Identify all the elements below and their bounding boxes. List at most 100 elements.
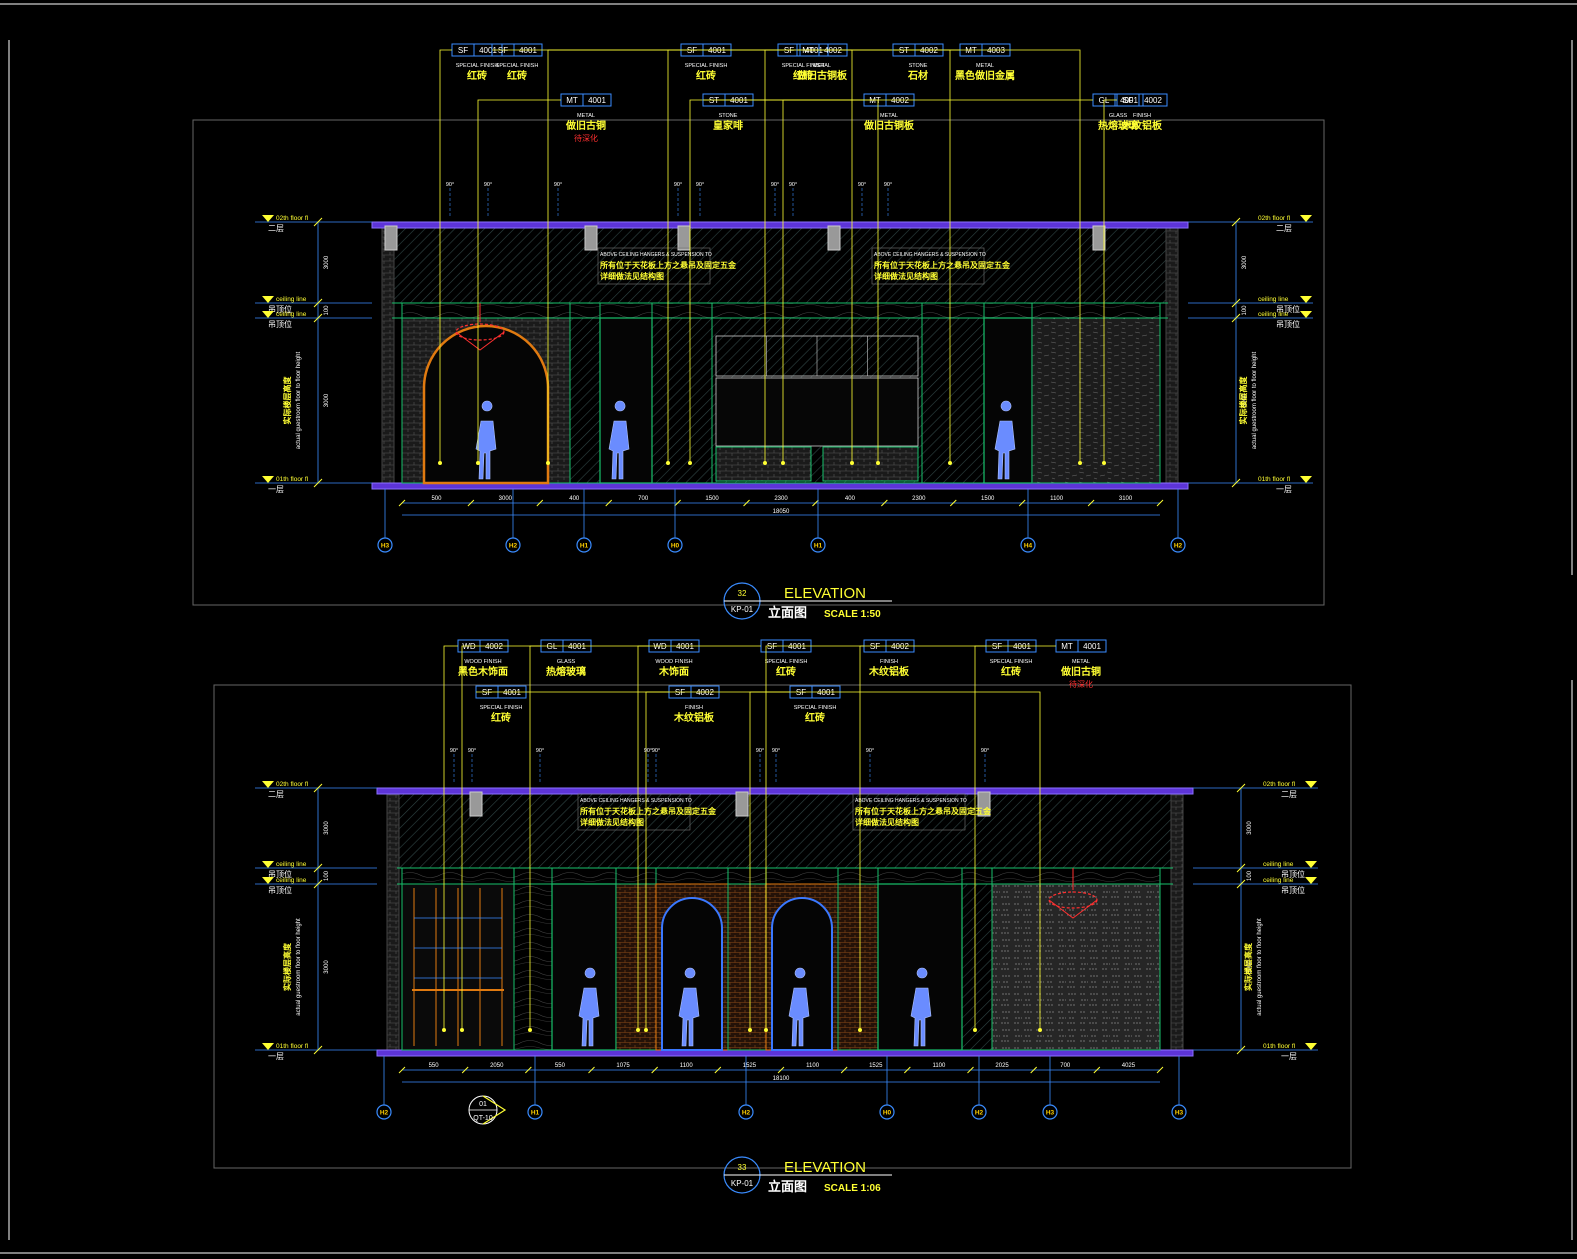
ceiling-note: ABOVE CEILING HANGERS & SUSPENSION TO所有位… [852, 793, 992, 831]
tag-leader [859, 645, 986, 1030]
grid-bubble: H2 [971, 1056, 987, 1120]
tag-leader [893, 49, 1081, 463]
level-en: ceiling line [276, 861, 307, 868]
vdim-tick [313, 298, 323, 308]
leader-dot [781, 461, 785, 465]
angle-markers: 90°90°90°90°90°90°90°90°90° [446, 182, 892, 218]
grid-bubble: H1 [576, 489, 592, 553]
left-wall-section [381, 227, 395, 484]
grid-circle [667, 537, 683, 553]
level-en: 02th floor fl [276, 781, 309, 788]
vdim-tick [313, 863, 323, 873]
vdim-tick [313, 313, 323, 323]
tag-name: 红砖 [1001, 665, 1021, 678]
wall-panel [991, 883, 1161, 1051]
tag-code: SF [784, 46, 794, 55]
tag-number: 4002 [891, 642, 909, 651]
human-figure-icon [788, 967, 810, 1047]
grid-label: H1 [814, 543, 823, 550]
leader-dot [763, 461, 767, 465]
ceiling-void-hatch [396, 793, 1174, 869]
leader-dot [850, 461, 854, 465]
tag-code: MT [1061, 642, 1073, 651]
tag-category: METAL [577, 113, 595, 119]
note-cn1: 所有位于天花板上方之悬吊及固定五金 [873, 260, 1011, 270]
note-cn2: 详细做法见结构图 [855, 817, 919, 827]
tag-leader [461, 645, 541, 1030]
level-en: 01th floor fl [1258, 476, 1291, 483]
tag-code: SF [992, 642, 1002, 651]
dim-tick [674, 499, 681, 507]
tag-name: 黑色木饰面 [458, 665, 508, 678]
tag-category: FINISH [1133, 113, 1151, 119]
wall-panel [615, 883, 657, 1051]
bay-stone [1031, 302, 1161, 484]
side-note-en: actual guestroom floor to floor height [296, 351, 302, 449]
bay-plain [921, 302, 985, 484]
tag-leader [477, 99, 561, 463]
human-figure [578, 967, 600, 1047]
vdim-tick [313, 783, 323, 793]
tag-name: 做旧古铜板 [796, 69, 848, 82]
dim-tick [588, 1066, 595, 1074]
grid-bubble: H3 [377, 489, 393, 553]
level-en: ceiling line [276, 296, 307, 303]
level-en: 02th floor fl [1258, 215, 1291, 222]
tag-code: SF [482, 688, 492, 697]
tag-category: STONE [909, 63, 928, 69]
leader-dot [1038, 1028, 1042, 1032]
note-box [852, 793, 966, 831]
grid-circle [377, 537, 393, 553]
vdim-tick [1236, 863, 1246, 873]
angle-marker: 90° [772, 748, 780, 754]
vdim-tick [1231, 217, 1241, 227]
level-cn: 吊顶位 [1276, 319, 1300, 329]
tag-code: ST [899, 46, 909, 55]
side-note-en: actual guestroom floor to floor height [1257, 918, 1263, 1016]
vdim-value: 100 [1242, 305, 1248, 316]
note-en: ABOVE CEILING HANGERS & SUSPENSION TO [600, 252, 712, 258]
wall-panel [1031, 317, 1161, 484]
dim-value: 3000 [499, 496, 513, 502]
ceiling-band [551, 867, 617, 885]
vdim-value: 3000 [1242, 393, 1248, 407]
grid-bubble: H3 [1171, 1056, 1187, 1120]
dim-tick [949, 499, 957, 507]
level-cn: 二层 [268, 790, 284, 799]
ceiling-hanger-post [735, 791, 749, 817]
right-wall-section [1165, 227, 1179, 484]
bay-cabinet [401, 867, 515, 1051]
angle-marker: 90° [674, 182, 682, 188]
tag-code: MT [802, 46, 814, 55]
tag-category: FINISH [880, 659, 898, 665]
dim-value: 1100 [806, 1063, 820, 1069]
sheet-number: KP-01 [731, 605, 754, 614]
level-en: ceiling line [1258, 311, 1289, 318]
human-figure-icon [578, 967, 600, 1047]
bay-display [711, 302, 923, 484]
tag-category: FINISH [685, 705, 703, 711]
grid-label: H0 [883, 1110, 892, 1117]
tag-note: 待深化 [1069, 679, 1093, 689]
level-triangle-icon [262, 311, 274, 318]
note-en: ABOVE CEILING HANGERS & SUSPENSION TO [580, 798, 692, 804]
grid-label: H2 [509, 543, 518, 550]
bay-plain [569, 302, 601, 484]
dim-value: 1525 [743, 1063, 757, 1069]
vdim-tick [1236, 879, 1246, 889]
left-wall-section [386, 793, 400, 1051]
tag-leader [529, 645, 649, 1030]
door-opening [599, 317, 653, 484]
tag-category: WOOD FINISH [464, 659, 501, 665]
ceiling-band [655, 867, 729, 885]
vdim-tick [1231, 298, 1241, 308]
wall-panel [727, 883, 767, 1051]
ceiling-band [401, 867, 515, 885]
